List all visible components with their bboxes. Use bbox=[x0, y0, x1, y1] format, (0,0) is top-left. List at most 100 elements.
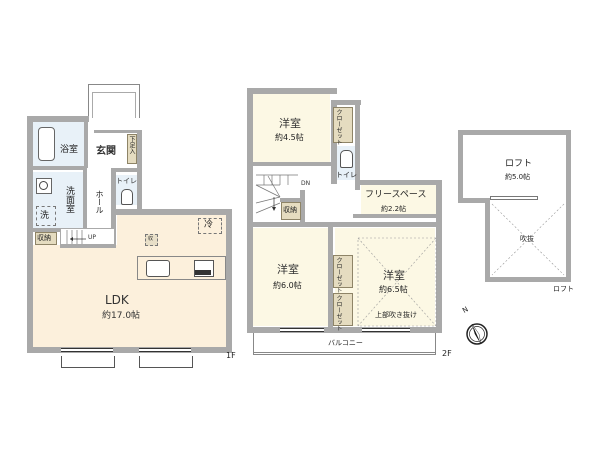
wall bbox=[353, 214, 441, 218]
wall bbox=[27, 347, 232, 353]
window-sash bbox=[61, 348, 113, 352]
bath-label: 浴室 bbox=[60, 145, 79, 155]
compass-icon bbox=[466, 323, 488, 345]
stairs-1f bbox=[66, 230, 86, 244]
sink-basin-icon bbox=[39, 181, 48, 190]
wall bbox=[111, 168, 116, 248]
wall bbox=[111, 168, 142, 172]
storage-2f bbox=[281, 202, 301, 220]
ldk-size: 約17.0帖 bbox=[102, 311, 141, 321]
wall bbox=[485, 277, 571, 282]
loft-room-label: ロフト bbox=[505, 159, 533, 169]
loft-rail bbox=[490, 196, 538, 200]
porch-inner bbox=[92, 92, 136, 118]
western-room-2-label: 洋室 bbox=[277, 263, 299, 276]
closet-3-label: クローゼット bbox=[335, 295, 342, 331]
stairs-2f bbox=[255, 174, 298, 214]
western-room-1-size: 約4.5帖 bbox=[275, 133, 304, 142]
hall-label: ホール bbox=[95, 190, 104, 214]
wall bbox=[247, 327, 442, 333]
stairs-down-label: DN bbox=[301, 180, 311, 187]
wall bbox=[331, 100, 361, 105]
kitchen-sink-icon bbox=[146, 260, 170, 277]
washer-label: 洗 bbox=[40, 211, 50, 221]
void-label: 吹抜 bbox=[520, 235, 534, 243]
wall bbox=[137, 130, 142, 215]
loft-floor-label: ロフト bbox=[553, 285, 574, 293]
balcony bbox=[253, 333, 436, 355]
balcony-label: バルコニー bbox=[328, 339, 363, 347]
wall bbox=[27, 116, 33, 353]
washer-space bbox=[36, 206, 56, 226]
wall bbox=[355, 180, 441, 185]
floor-1-label: 1F bbox=[226, 351, 236, 360]
closet-1 bbox=[333, 107, 353, 143]
wall bbox=[300, 190, 305, 225]
western-room-2 bbox=[253, 228, 328, 326]
western-room-3-note: 上部吹き抜け bbox=[375, 311, 417, 319]
ldk-upper-room bbox=[117, 215, 226, 247]
wall bbox=[247, 88, 337, 94]
shoe-storage bbox=[127, 134, 137, 164]
wall bbox=[280, 198, 305, 202]
western-room-1 bbox=[253, 94, 330, 164]
window bbox=[61, 356, 115, 368]
loft-room-size: 約5.0帖 bbox=[505, 173, 531, 181]
western-room-3-size: 約6.5帖 bbox=[379, 285, 408, 294]
wall bbox=[226, 209, 232, 353]
entrance-room bbox=[88, 133, 133, 165]
wall bbox=[328, 222, 333, 327]
storage-1f bbox=[35, 232, 57, 245]
free-space-room bbox=[361, 185, 436, 217]
ldk-label: LDK bbox=[105, 293, 129, 307]
closet-3 bbox=[333, 293, 353, 326]
void-above-marker bbox=[357, 237, 437, 327]
wall bbox=[84, 120, 88, 168]
wall bbox=[247, 222, 442, 227]
entrance-porch bbox=[88, 84, 140, 118]
shoe-storage-label: 下足入 bbox=[128, 136, 135, 154]
void-marker bbox=[491, 203, 565, 276]
closet-2-label: クローゼット bbox=[335, 257, 342, 293]
wall bbox=[111, 209, 232, 215]
fridge-space bbox=[198, 218, 222, 234]
closet-1-label: クローゼット bbox=[335, 109, 342, 145]
wall bbox=[566, 130, 571, 282]
balcony-rail bbox=[253, 352, 436, 357]
bathtub-icon bbox=[38, 127, 55, 161]
western-room-1-label: 洋室 bbox=[279, 117, 301, 130]
wall bbox=[27, 116, 89, 122]
wall bbox=[355, 100, 360, 190]
window bbox=[139, 356, 193, 368]
western-room-3-label: 洋室 bbox=[383, 269, 405, 282]
wall bbox=[458, 130, 571, 135]
floor-2-label: 2F bbox=[442, 349, 452, 358]
wall bbox=[83, 168, 87, 230]
window-sash bbox=[362, 328, 410, 332]
entrance-label: 玄関 bbox=[96, 146, 116, 157]
free-space-size: 約2.2帖 bbox=[381, 205, 407, 213]
window-sash bbox=[139, 348, 191, 352]
stairs-up-label: UP bbox=[88, 234, 97, 241]
free-space-label: フリースペース bbox=[365, 190, 427, 200]
toilet-icon bbox=[340, 150, 353, 168]
toilet-icon bbox=[121, 189, 133, 205]
western-room-2-size: 約6.0帖 bbox=[273, 281, 302, 290]
storage-1f-label: 収納 bbox=[37, 234, 51, 242]
wall bbox=[94, 130, 140, 133]
window-sash bbox=[280, 328, 324, 332]
washroom-label: 洗面室 bbox=[64, 186, 74, 213]
wall bbox=[33, 166, 86, 170]
toilet-1f-label: トイレ bbox=[116, 177, 137, 185]
wall bbox=[458, 198, 488, 203]
wall bbox=[458, 130, 463, 203]
kitchen-storage-label: 収 bbox=[148, 236, 154, 242]
storage-2f-label: 収納 bbox=[283, 206, 297, 214]
wall bbox=[253, 162, 337, 166]
kitchen-storage-space bbox=[145, 234, 158, 246]
closet-2 bbox=[333, 255, 353, 288]
stove-base-icon bbox=[195, 270, 211, 275]
